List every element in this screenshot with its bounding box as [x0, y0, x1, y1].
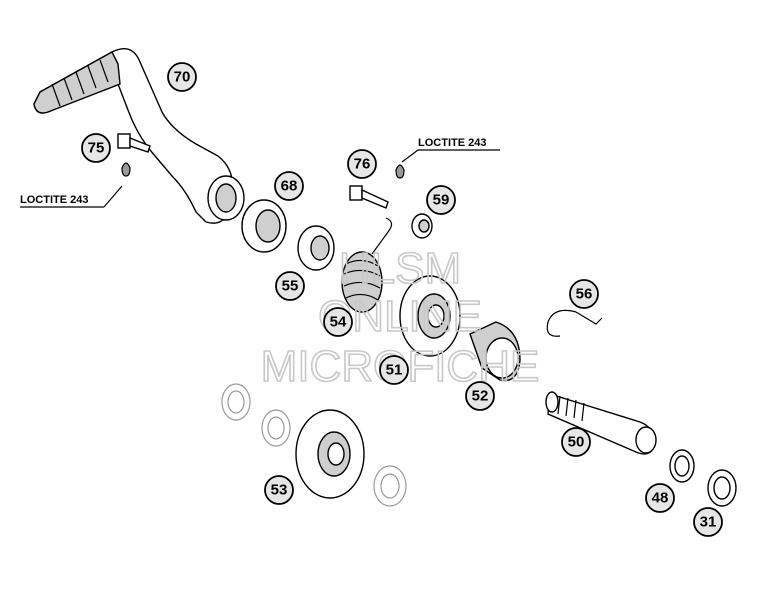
callout-50: 50	[561, 427, 591, 457]
watermark-line-1: HLSM	[339, 244, 461, 293]
idler-gear-53-part	[221, 383, 407, 507]
callout-31: 31	[693, 507, 723, 537]
callout-56: 56	[569, 279, 599, 309]
loctite-label-right: LOCTITE 243	[418, 137, 486, 149]
bolt-75-part	[117, 133, 151, 177]
callout-76-label: 76	[354, 156, 371, 173]
spacer-59-part	[411, 213, 433, 239]
callout-31-label: 31	[700, 514, 717, 531]
callout-76: 76	[347, 149, 377, 179]
callout-54-label: 54	[330, 314, 347, 331]
callout-59-label: 59	[433, 192, 450, 209]
callout-59: 59	[426, 185, 456, 215]
callout-53: 53	[264, 475, 294, 505]
callout-53-label: 53	[271, 482, 288, 499]
callout-55-label: 55	[282, 278, 299, 295]
callout-48-label: 48	[652, 490, 669, 507]
bolt-76-part	[349, 164, 405, 209]
callout-56-label: 56	[576, 286, 593, 303]
bushing-55-part	[297, 225, 335, 271]
callout-68-label: 68	[281, 178, 298, 195]
callout-51: 51	[379, 355, 409, 385]
callout-52: 52	[465, 381, 495, 411]
wire-clip-56-part	[546, 309, 603, 337]
ratchet-52-part	[469, 321, 521, 382]
loctite-note-right: LOCTITE 243	[401, 137, 500, 163]
kick-shaft-50-part	[545, 391, 657, 455]
callout-54: 54	[323, 307, 353, 337]
callout-70-label: 70	[174, 69, 191, 86]
loctite-note-left: LOCTITE 243	[20, 185, 123, 208]
callout-68: 68	[274, 171, 304, 201]
circlip-48-part	[669, 449, 695, 483]
callout-48: 48	[645, 483, 675, 513]
callout-75: 75	[81, 133, 111, 163]
callout-75-label: 75	[88, 140, 105, 157]
callout-55: 55	[275, 271, 305, 301]
callout-50-label: 50	[568, 434, 585, 451]
washer-31-part	[707, 469, 737, 507]
kick-spring-54-part	[341, 217, 393, 313]
callout-52-label: 52	[472, 388, 489, 405]
loctite-label-left: LOCTITE 243	[20, 194, 88, 206]
kick-gear-51-part	[399, 275, 461, 357]
callout-51-label: 51	[386, 362, 403, 379]
callout-70: 70	[167, 62, 197, 92]
seal-ring-68-part	[241, 199, 287, 253]
kick-lever-part	[33, 48, 245, 224]
